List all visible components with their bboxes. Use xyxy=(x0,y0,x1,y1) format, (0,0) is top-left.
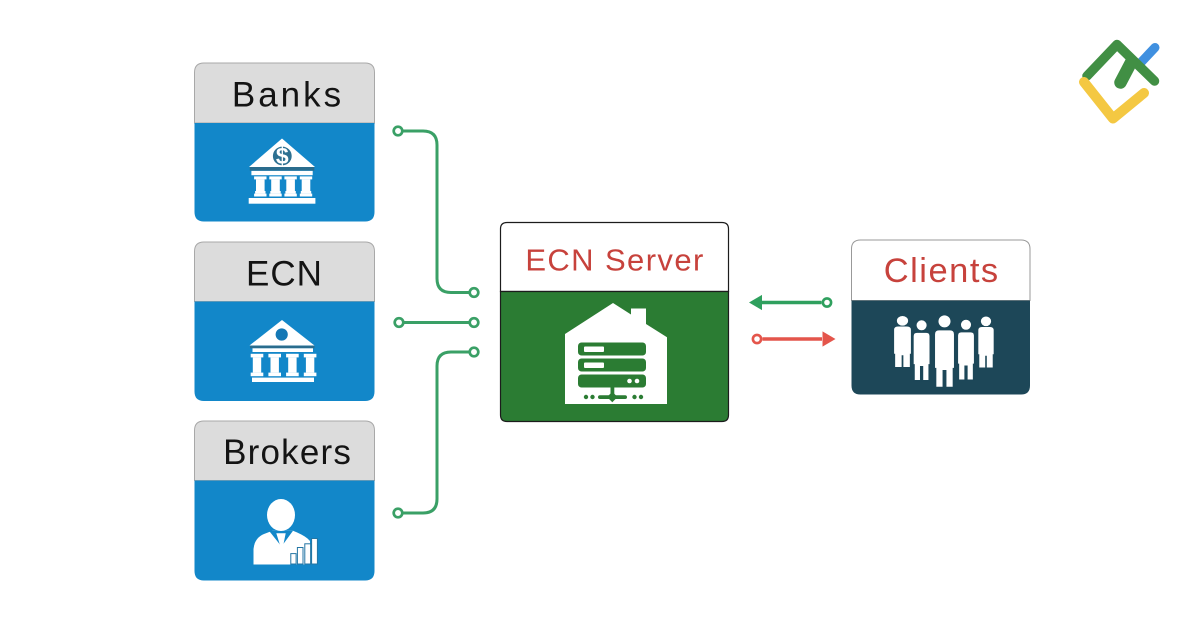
svg-text:Clients: Clients xyxy=(884,252,1000,290)
svg-text:Brokers: Brokers xyxy=(223,433,352,472)
svg-text:$: $ xyxy=(276,143,289,169)
svg-text:ECN: ECN xyxy=(246,255,323,294)
svg-text:Banks: Banks xyxy=(232,76,344,115)
svg-text:ECN Server: ECN Server xyxy=(525,243,704,278)
